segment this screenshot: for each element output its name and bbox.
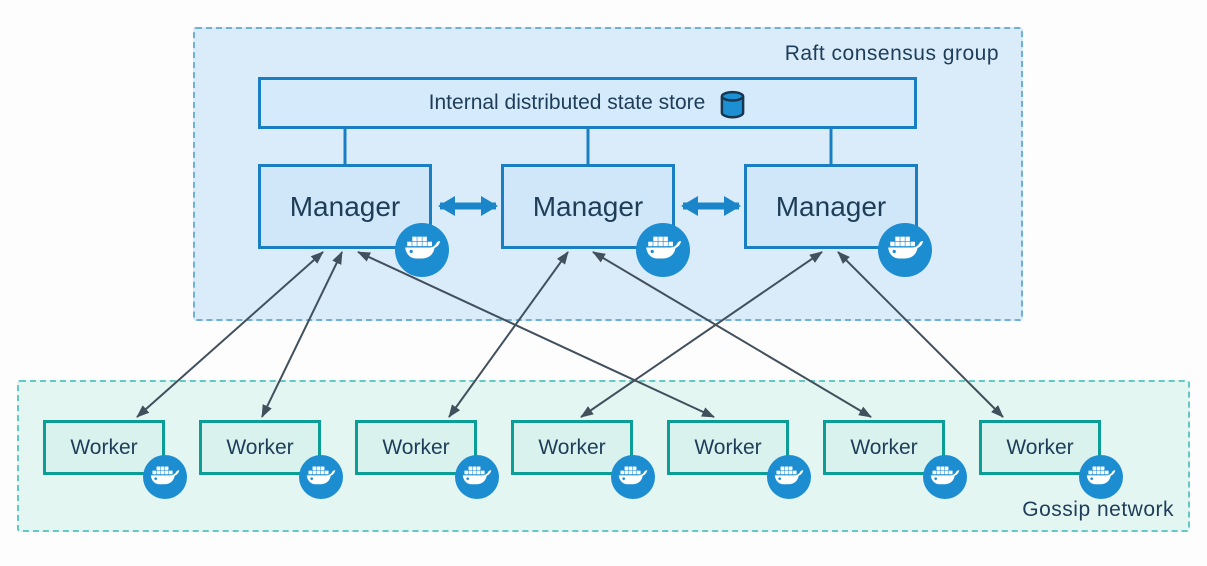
docker-whale-icon	[1079, 455, 1123, 499]
link-manager2-worker3	[448, 251, 569, 418]
worker-node-1: Worker	[43, 420, 165, 475]
worker-3-label: Worker	[382, 435, 450, 459]
docker-whale-icon	[878, 223, 932, 277]
docker-whale-icon	[923, 455, 967, 499]
state-store-label: Internal distributed state store	[428, 91, 706, 114]
docker-whale-icon	[611, 455, 655, 499]
link-manager1-worker1	[136, 251, 324, 418]
manager-node-3: Manager	[744, 164, 918, 249]
worker-node-3: Worker	[355, 420, 477, 475]
gossip-network-label: Gossip network	[1022, 498, 1174, 521]
docker-whale-icon	[299, 455, 343, 499]
state-store-box: Internal distributed state store	[258, 77, 917, 129]
worker-7-label: Worker	[1006, 435, 1074, 459]
worker-1-label: Worker	[70, 435, 138, 459]
link-manager3-worker4	[580, 251, 823, 418]
worker-2-label: Worker	[226, 435, 294, 459]
docker-whale-icon	[143, 455, 187, 499]
worker-6-label: Worker	[850, 435, 918, 459]
manager-node-2: Manager	[501, 164, 675, 249]
raft-group-label: Raft consensus group	[784, 42, 999, 65]
worker-4-label: Worker	[538, 435, 606, 459]
link-manager2-worker6	[592, 251, 872, 418]
manager-2-label: Manager	[532, 190, 644, 222]
manager-1-label: Manager	[289, 190, 401, 222]
docker-whale-icon	[767, 455, 811, 499]
database-icon	[720, 90, 745, 118]
link-manager1-worker2	[261, 251, 343, 418]
docker-whale-icon	[455, 455, 499, 499]
docker-whale-icon	[395, 223, 449, 277]
manager-3-label: Manager	[775, 190, 887, 222]
worker-5-label: Worker	[694, 435, 762, 459]
docker-whale-icon	[636, 223, 690, 277]
worker-node-6: Worker	[823, 420, 945, 475]
link-manager3-worker7	[837, 251, 1004, 418]
